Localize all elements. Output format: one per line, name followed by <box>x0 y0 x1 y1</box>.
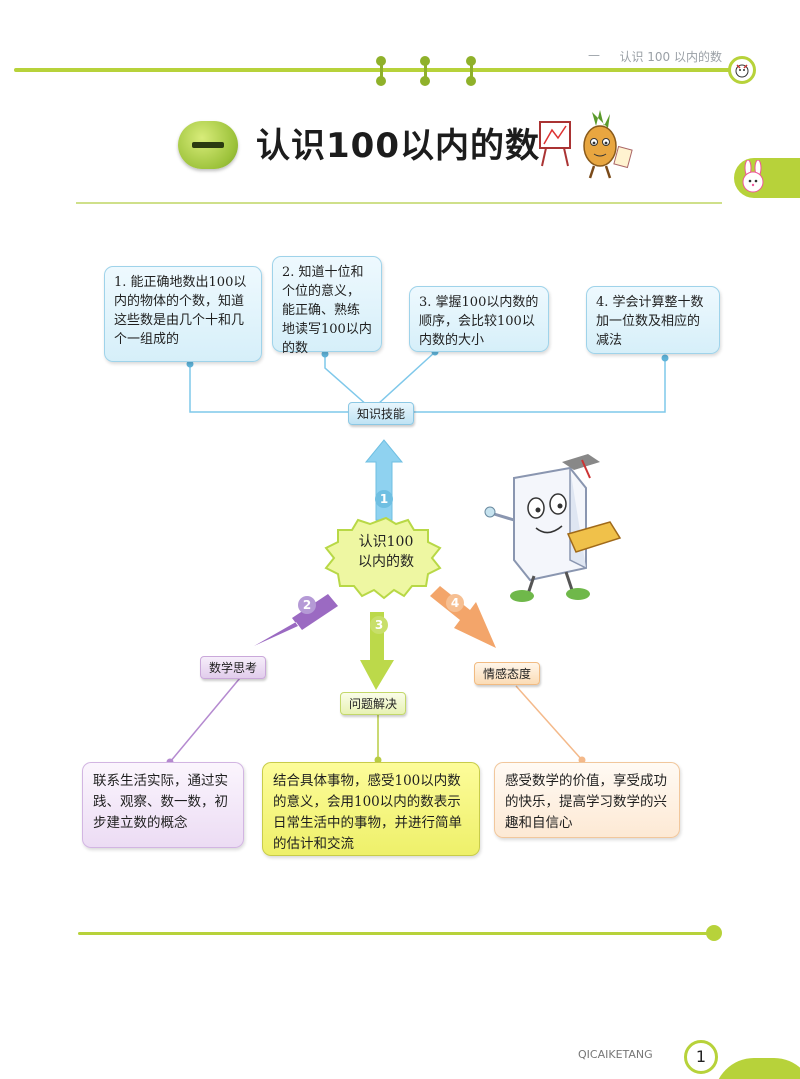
branch-label-problem-solving: 问题解决 <box>340 692 407 715</box>
footer-blob <box>714 1058 800 1079</box>
pineapple-mascot-icon <box>539 110 633 179</box>
header-mascot-badge <box>728 56 756 84</box>
chapter-number-pill <box>178 121 238 169</box>
header-rule <box>14 68 734 72</box>
chapter-title: 认识100以内的数 <box>256 126 540 166</box>
math-thinking-box: 联系生活实际，通过实践、观察、数一数，初步建立数的概念 <box>82 762 244 848</box>
branch-label-math-thinking: 数学思考 <box>200 656 267 679</box>
center-topic: 认识100 以内的数 <box>350 532 422 572</box>
header-dash: — <box>588 48 600 62</box>
bird-mascot-icon <box>735 64 749 78</box>
emotion-attitude-box: 感受数学的价值，享受成功的快乐，提高学习数学的兴趣和自信心 <box>494 762 680 838</box>
knowledge-item-2: 2. 知道十位和个位的意义，能正确、熟练地读写100以内的数 <box>272 256 382 356</box>
branch-number-3: 3 <box>370 616 388 634</box>
footer-brand: QICAIKETANG <box>578 1048 653 1061</box>
knowledge-item-1: 1. 能正确地数出100以内的物体的个数，知道这些数是由几个十和几个一组成的 <box>104 266 262 362</box>
binder-ring-3 <box>466 56 476 86</box>
header-chapter-label: 认识 100 以内的数 <box>619 50 722 64</box>
footer-dot <box>706 925 722 941</box>
footer-rule <box>78 932 710 935</box>
knowledge-item-3: 3. 掌握100以内数的顺序，会比较100以内数的大小 <box>409 286 549 352</box>
problem-solving-box: 结合具体事物，感受100以内数的意义，会用100以内的数表示日常生活中的事物，并… <box>262 762 480 856</box>
book-mascot-icon <box>484 454 622 602</box>
center-topic-line-2: 以内的数 <box>358 554 414 570</box>
center-topic-line-1: 认识100 <box>358 534 414 550</box>
knowledge-item-4: 4. 学会计算整十数加一位数及相应的减法 <box>586 286 720 354</box>
branch-label-emotion-attitude: 情感态度 <box>474 662 541 685</box>
binder-ring-1 <box>376 56 386 86</box>
binder-ring-2 <box>420 56 430 86</box>
branch-number-4: 4 <box>446 594 464 612</box>
branch-label-knowledge: 知识技能 <box>348 402 415 425</box>
page-number: 1 <box>684 1040 718 1074</box>
branch-number-1: 1 <box>375 490 393 508</box>
branch-number-2: 2 <box>298 596 316 614</box>
title-rule <box>76 202 722 204</box>
rabbit-icon <box>742 160 764 193</box>
